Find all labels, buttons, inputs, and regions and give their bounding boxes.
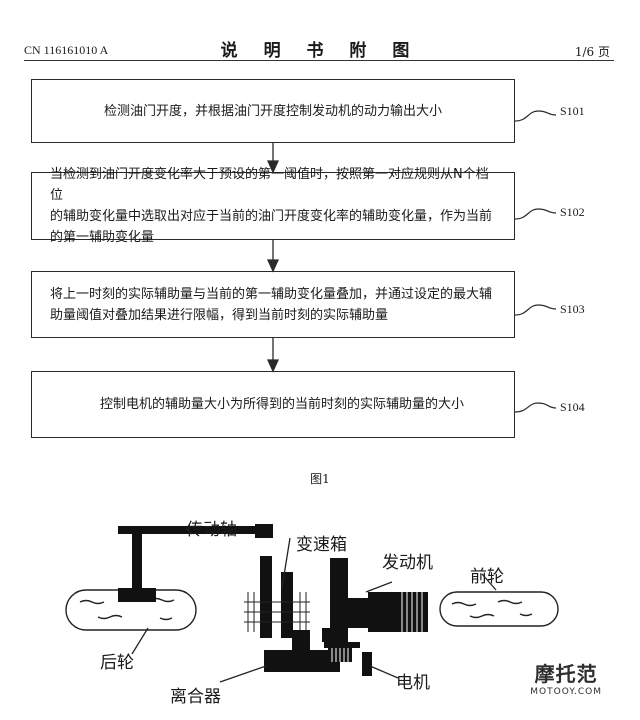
rear-wheel	[65, 589, 197, 631]
flow-step-s104: 控制电机的辅助量大小为所得到的当前时刻的实际辅助量的大小	[31, 371, 515, 438]
leader-s101	[514, 110, 557, 122]
flow-step-line: 助量阈值对叠加结果进行限幅，得到当前时刻的实际辅助量	[50, 307, 389, 323]
step-label-s104: S104	[560, 400, 585, 414]
page-header: CN 116161010 A 说 明 书 附 图 1/6 页	[0, 0, 640, 61]
front-wheel	[439, 591, 559, 627]
flow-step-s103: 将上一时刻的实际辅助量与当前的第一辅助变化量叠加，并通过设定的最大辅 助量阈值对…	[31, 271, 515, 338]
leader-s104	[514, 402, 557, 413]
label-rear-wheel: 后轮	[100, 653, 134, 673]
flow-step-line: 的辅助变化量中选取出对应于当前的油门开度变化率的辅助变化量，作为当前	[50, 209, 493, 224]
label-gearbox: 变速箱	[296, 535, 347, 555]
arrow-head-2	[266, 259, 280, 273]
watermark-main: 摩托范	[534, 662, 598, 686]
watermark: 摩托范 MOTOOY.COM	[530, 658, 602, 697]
engine-flywheel	[398, 592, 428, 632]
leader-s103	[514, 304, 557, 316]
rear-wheel-tread	[79, 599, 105, 605]
label-clutch: 离合器	[170, 687, 221, 707]
front-wheel-outline	[439, 591, 559, 627]
header-rule	[24, 60, 614, 61]
step-label-s102: S102	[560, 205, 585, 219]
patent-number: CN 116161010 A	[24, 43, 109, 57]
flow-step-text: 控制电机的辅助量大小为所得到的当前时刻的实际辅助量的大小	[100, 397, 465, 412]
rear-hub	[118, 588, 156, 602]
label-front-wheel: 前轮	[470, 567, 504, 587]
page-number: 1/6 页	[574, 45, 610, 59]
step-label-s101: S101	[560, 104, 585, 118]
figure-caption: 图1	[310, 472, 330, 486]
motor-body	[362, 652, 372, 676]
flowchart-connectors	[266, 110, 557, 413]
shaft-joint	[255, 524, 273, 538]
flow-step-text: 检测油门开度，并根据油门开度控制发动机的动力输出大小	[104, 103, 443, 119]
clutch-stem	[292, 630, 310, 652]
step-label-s103: S103	[560, 302, 585, 316]
flow-step-line: 当检测到油门开度变化率大于预设的第一阈值时，按照第一对应规则从N个档位	[50, 167, 489, 203]
clutch-arm	[322, 628, 348, 642]
arrow-head-3	[266, 359, 280, 373]
arrow-head-1	[266, 160, 280, 174]
drivetrain-diagram	[65, 524, 559, 683]
clutch	[264, 650, 340, 672]
motor-gear	[328, 648, 352, 662]
page-title: 说 明 书 附 图	[220, 41, 420, 61]
engine-head	[368, 592, 398, 632]
motor-shaft	[324, 642, 360, 648]
gearbox-gears	[244, 592, 310, 632]
label-motor: 电机	[396, 673, 430, 693]
watermark-sub: MOTOOY.COM	[530, 687, 602, 697]
label-engine: 发动机	[382, 553, 433, 573]
flow-step-s102: 当检测到油门开度变化率大于预设的第一阈值时，按照第一对应规则从N个档位 的辅助变…	[31, 167, 515, 245]
flow-step-line: 将上一时刻的实际辅助量与当前的第一辅助变化量叠加，并通过设定的最大辅	[50, 286, 493, 302]
label-leaders	[131, 527, 497, 683]
gearbox-shaft	[260, 556, 272, 638]
label-drive-shaft: 传动轴	[186, 520, 237, 540]
rear-shaft	[132, 526, 142, 596]
flow-step-line: 的第一辅助变化量	[50, 230, 155, 245]
flow-step-s101: 检测油门开度，并根据油门开度控制发动机的动力输出大小	[31, 79, 515, 143]
leader-s102	[514, 208, 557, 220]
